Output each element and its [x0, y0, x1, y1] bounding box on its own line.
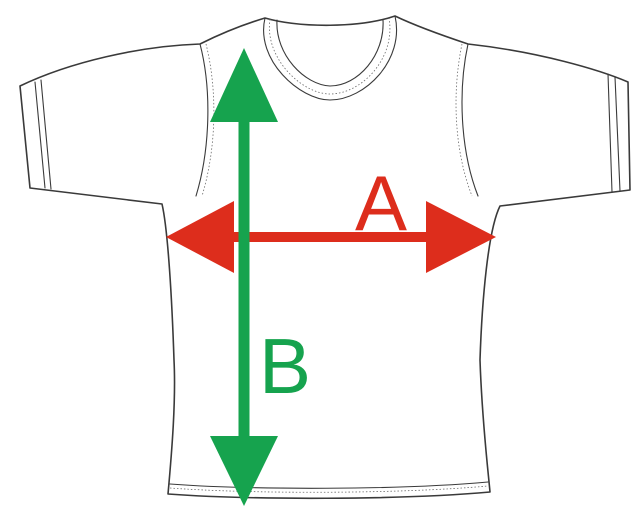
- measurement-b-label: B: [259, 322, 311, 410]
- tshirt-outline: [20, 16, 630, 498]
- measurement-a-label: A: [355, 159, 407, 247]
